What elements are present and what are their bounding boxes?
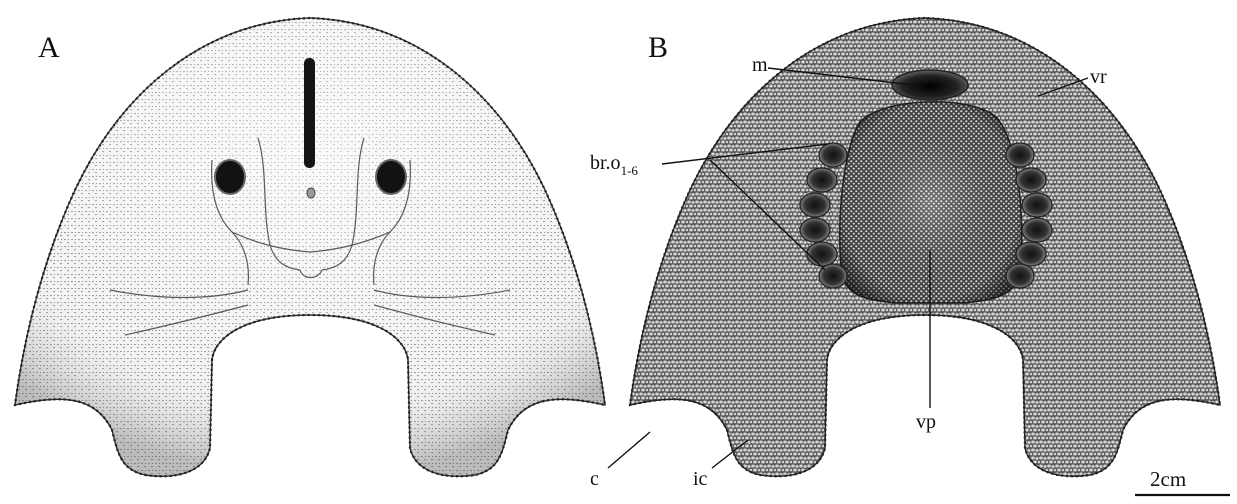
ventral-plate-shade — [840, 102, 1022, 303]
pineal-opening — [307, 188, 315, 198]
mouth — [892, 70, 968, 100]
label-ic: ic — [693, 468, 708, 490]
leader-c — [608, 432, 650, 468]
right-orbit — [376, 160, 406, 194]
label-vp: vp — [916, 411, 936, 433]
label-br-o-main: br.o — [590, 152, 621, 174]
panel-letter-b: B — [648, 31, 668, 64]
panel-a: A — [15, 18, 605, 476]
panel-letter-a: A — [38, 31, 60, 64]
label-br-o-subscript: 1-6 — [621, 163, 639, 178]
label-vr: vr — [1090, 66, 1107, 88]
label-c: c — [590, 468, 599, 490]
label-m: m — [752, 54, 768, 76]
left-orbit — [215, 160, 245, 194]
label-br-o: br.o1-6 — [590, 152, 638, 178]
scale-bar: 2cm — [1135, 467, 1230, 495]
panel-b: B — [590, 18, 1220, 490]
scale-bar-label: 2cm — [1150, 467, 1186, 491]
median-crest — [304, 58, 315, 168]
